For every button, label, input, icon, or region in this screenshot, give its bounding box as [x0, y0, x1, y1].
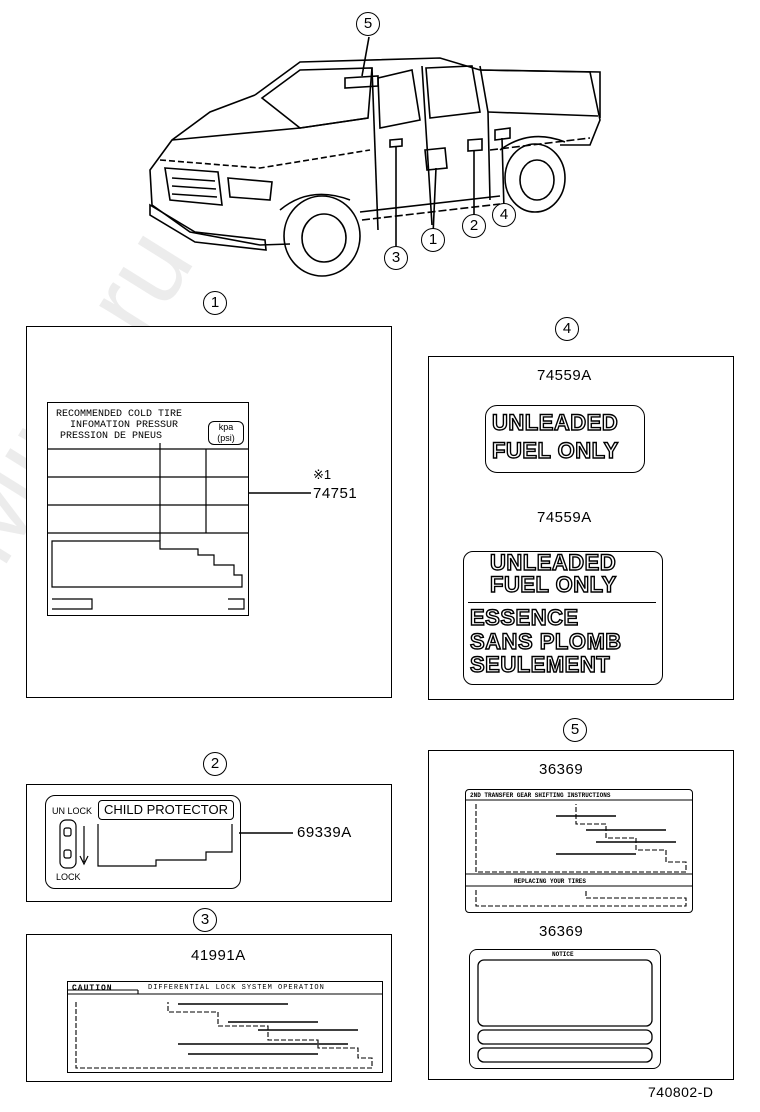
callout-1: 1 — [421, 228, 445, 252]
transfer-gear-label: 2ND TRANSFER GEAR SHIFTING INSTRUCTIONS … — [465, 789, 693, 913]
bilingual-line4: SANS PLOMB — [469, 629, 622, 654]
unleaded-bilingual-label: UNLEADED FUEL ONLY ESSENCE SANS PLOMB SE… — [463, 551, 663, 685]
panel-1-leader — [248, 492, 311, 494]
panel-5: 36369 2ND TRANSFER GEAR SHIFTING INSTRUC… — [428, 750, 734, 1080]
tire-pressure-label: RECOMMENDED COLD TIRE INFOMATION PRESSUR… — [47, 402, 249, 616]
diff-lock-label: CAUTION DIFFERENTIAL LOCK SYSTEM OPERATI… — [67, 981, 383, 1073]
unit-box: kpa (psi) — [208, 421, 244, 445]
panel-4-callout: 4 — [555, 317, 579, 341]
panel-2-callout: 2 — [203, 752, 227, 776]
callout-4: 4 — [492, 203, 516, 227]
bilingual-divider — [468, 602, 656, 603]
unit-psi: (psi) — [217, 433, 235, 443]
bilingual-line1: UNLEADED — [489, 550, 617, 575]
unit-kpa: kpa — [218, 422, 234, 432]
callout-3: 3 — [384, 246, 408, 270]
child-protector-title: CHILD PROTECTOR — [98, 800, 234, 820]
notice-body — [477, 959, 653, 1063]
unlock-text: UN LOCK — [52, 806, 93, 816]
unleaded-line2: FUEL ONLY — [491, 437, 619, 463]
bilingual-line3: ESSENCE — [469, 605, 579, 630]
tire-label-grid — [48, 443, 248, 610]
part-number-41991A: 41991A — [191, 947, 246, 964]
part-number-69339A: 69339A — [297, 824, 352, 841]
bilingual-line2: FUEL ONLY — [489, 572, 617, 597]
callout-2: 2 — [462, 214, 486, 238]
tire-label-line2: INFOMATION PRESSUR — [70, 420, 179, 431]
transfer-gear-body — [466, 799, 692, 907]
replacing-tires-title: REPLACING YOUR TIRES — [514, 878, 587, 885]
panel-3: 41991A CAUTION DIFFERENTIAL LOCK SYSTEM … — [26, 934, 392, 1082]
panel-4: 74559A UNLEADED FUEL ONLY 74559A UNLEADE… — [428, 356, 734, 700]
diff-lock-title: DIFFERENTIAL LOCK SYSTEM OPERATION — [148, 984, 325, 992]
transfer-gear-title: 2ND TRANSFER GEAR SHIFTING INSTRUCTIONS — [470, 792, 611, 799]
note-mark: ※1 — [313, 467, 332, 482]
notice-label: NOTICE — [469, 949, 661, 1069]
child-protector-drawing — [59, 819, 233, 869]
child-protector-label: UN LOCK LOCK CHILD PROTECTOR — [45, 795, 241, 889]
caution-text: CAUTION — [72, 984, 113, 993]
part-number-74559A-bottom: 74559A — [537, 509, 592, 526]
unleaded-line1: UNLEADED — [491, 409, 619, 435]
panel-2: UN LOCK LOCK CHILD PROTECTOR 69339A — [26, 784, 392, 902]
figure-code: 740802-D — [648, 1084, 714, 1100]
panel-1: RECOMMENDED COLD TIRE INFOMATION PRESSUR… — [26, 326, 392, 698]
panel-3-callout: 3 — [193, 908, 217, 932]
truck-illustration — [149, 36, 601, 277]
tire-label-line3: PRESSION DE PNEUS — [60, 431, 163, 442]
panel-5-callout: 5 — [563, 718, 587, 742]
bilingual-line5: SEULEMENT — [469, 652, 611, 677]
part-number-36369-bottom: 36369 — [539, 923, 584, 940]
part-number-36369-top: 36369 — [539, 761, 584, 778]
tire-label-line1: RECOMMENDED COLD TIRE — [56, 409, 183, 420]
notice-title: NOTICE — [552, 951, 574, 958]
lock-text: LOCK — [56, 872, 81, 882]
unleaded-label: UNLEADED FUEL ONLY — [485, 405, 645, 473]
part-number-74559A-top: 74559A — [537, 367, 592, 384]
diff-lock-body — [68, 989, 382, 1069]
callout-5: 5 — [356, 12, 380, 36]
part-number-74751: 74751 — [313, 485, 358, 502]
panel-2-leader — [239, 832, 293, 834]
panel-1-callout: 1 — [203, 291, 227, 315]
